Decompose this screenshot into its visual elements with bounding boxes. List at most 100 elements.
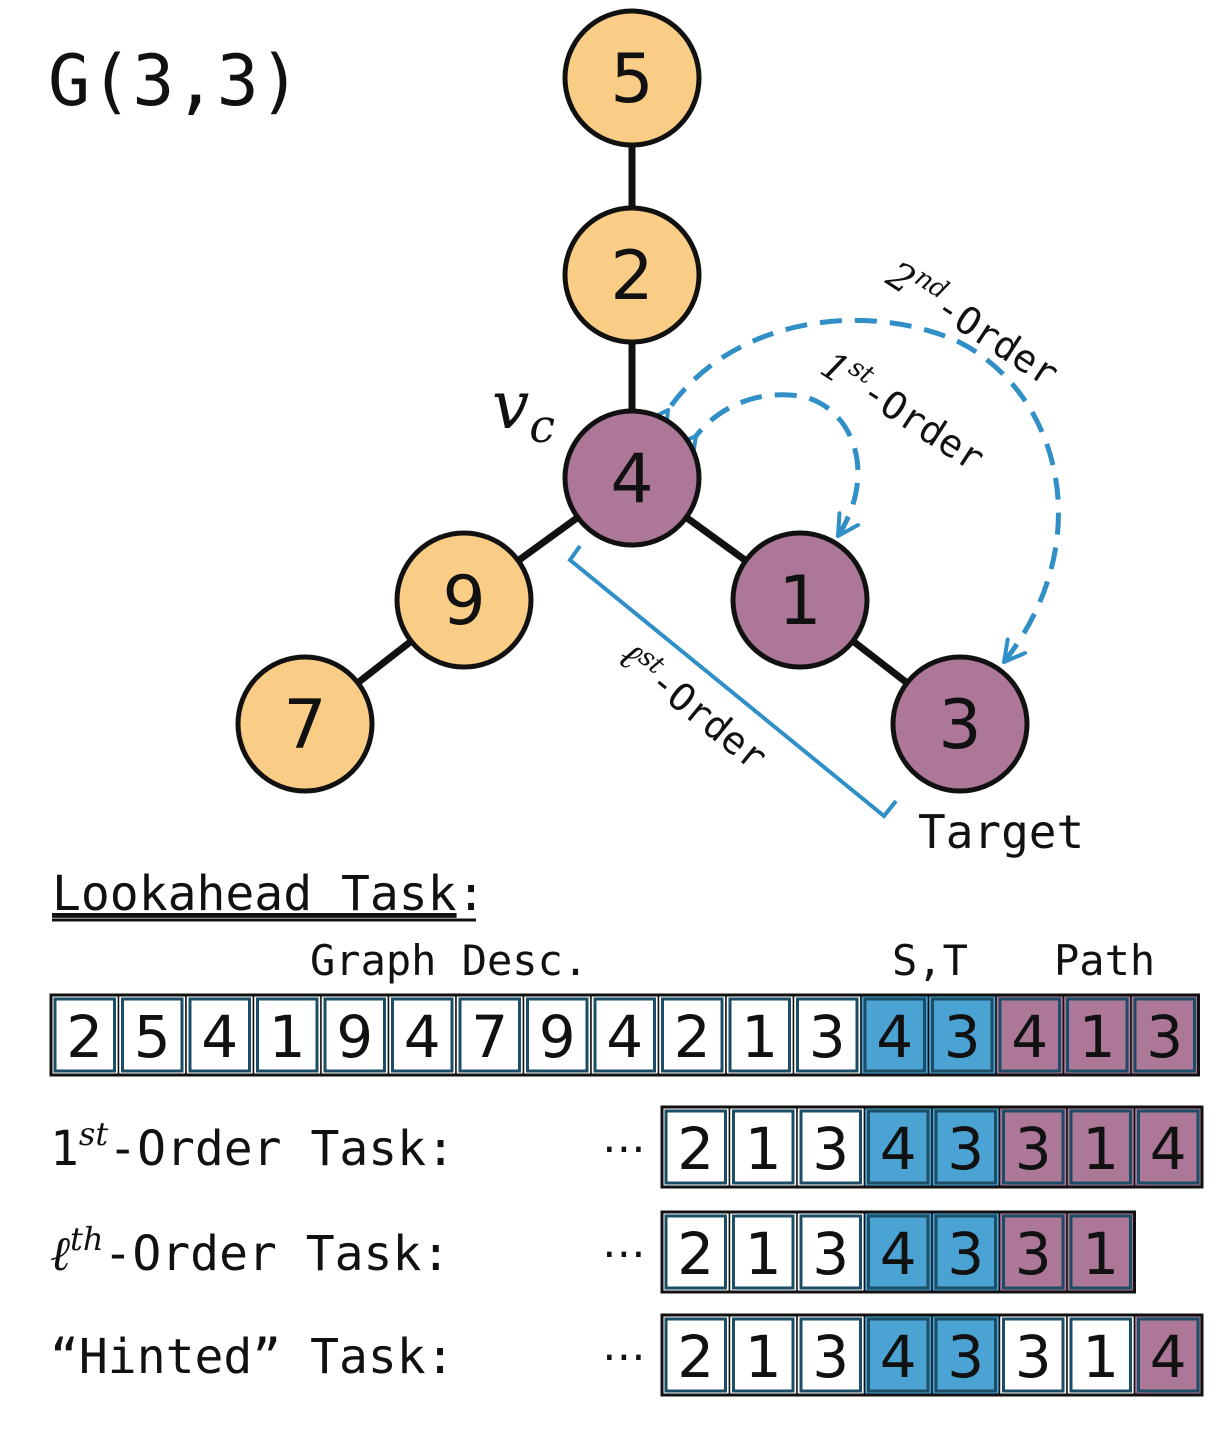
token-cell-inner xyxy=(593,997,656,1073)
token-value: 4 xyxy=(880,1115,917,1183)
token-cell: 1 xyxy=(1066,1106,1136,1188)
token-cell: 4 xyxy=(1133,1106,1203,1188)
token-value: 3 xyxy=(947,1323,984,1391)
token-cell-box xyxy=(320,994,390,1076)
row-outline xyxy=(660,1313,1204,1397)
token-value: 1 xyxy=(745,1323,782,1391)
token-cell: 3 xyxy=(927,994,997,1076)
token-cell-inner xyxy=(256,997,319,1073)
token-cell: 3 xyxy=(931,1314,1001,1396)
token-cell-inner xyxy=(1066,997,1129,1073)
token-cell: 1 xyxy=(1066,1314,1136,1396)
node-label: 5 xyxy=(610,40,653,119)
token-value: 4 xyxy=(880,1323,917,1391)
token-cell-box xyxy=(931,1211,1001,1293)
task-label-sup: st xyxy=(79,1115,108,1153)
task-label-suffix: -Order Task: xyxy=(103,1226,450,1282)
token-cell: 1 xyxy=(252,994,322,1076)
token-value: 1 xyxy=(1079,1003,1116,1071)
token-value: 3 xyxy=(1146,1003,1183,1071)
graph-desc-label: Graph Desc. xyxy=(310,936,588,985)
token-value: 1 xyxy=(745,1115,782,1183)
token-cell: 1 xyxy=(1062,994,1132,1076)
token-cell-inner xyxy=(732,1317,795,1393)
token-cell: 4 xyxy=(185,994,255,1076)
token-cell-inner xyxy=(867,1317,930,1393)
token-value: 4 xyxy=(1150,1115,1187,1183)
token-value: 4 xyxy=(606,1003,643,1071)
token-value: 3 xyxy=(809,1003,846,1071)
task-label-suffix: “Hinted” Task: xyxy=(50,1329,455,1385)
node-label: 2 xyxy=(610,237,653,316)
token-value: 3 xyxy=(1015,1323,1052,1391)
token-value: 3 xyxy=(1015,1115,1052,1183)
task-label: ℓth-Order Task: xyxy=(50,1220,450,1282)
token-value: 4 xyxy=(880,1220,917,1288)
token-cell-box xyxy=(657,994,727,1076)
token-cell-inner xyxy=(458,997,521,1073)
row-outline xyxy=(660,1210,1136,1294)
token-cell: 1 xyxy=(728,1211,798,1293)
node-circle xyxy=(890,654,1030,794)
token-cell-box xyxy=(931,1314,1001,1396)
token-cell-inner xyxy=(931,997,994,1073)
token-cell: 3 xyxy=(998,1106,1068,1188)
token-value: 1 xyxy=(1082,1220,1119,1288)
token-cell: 2 xyxy=(657,994,727,1076)
order-bracket xyxy=(567,544,898,819)
token-cell: 2 xyxy=(661,1211,731,1293)
token-value: 2 xyxy=(66,1003,103,1071)
token-cell: 3 xyxy=(796,1106,866,1188)
row-outline xyxy=(49,993,1200,1077)
token-cell-box xyxy=(1066,1211,1136,1293)
node-circle xyxy=(235,654,375,794)
token-cell: 4 xyxy=(863,1314,933,1396)
token-cell-box xyxy=(1130,994,1200,1076)
token-cell-inner xyxy=(188,997,251,1073)
token-cell: 4 xyxy=(863,1106,933,1188)
token-cell: 3 xyxy=(796,1211,866,1293)
node-circle xyxy=(730,530,870,670)
token-cell-inner xyxy=(526,997,589,1073)
token-cell-inner xyxy=(1002,1214,1065,1290)
token-cell-box xyxy=(661,1211,731,1293)
token-cell-box xyxy=(931,1106,1001,1188)
task-label: 1st-Order Task: xyxy=(50,1115,455,1177)
token-cell-box xyxy=(1133,1106,1203,1188)
row-outline xyxy=(660,1105,1204,1189)
token-cell-inner xyxy=(1069,1317,1132,1393)
token-cell-inner xyxy=(799,1109,862,1185)
token-cell-inner xyxy=(121,997,184,1073)
node-circle xyxy=(394,530,534,670)
token-cell-inner xyxy=(934,1109,997,1185)
token-value: 2 xyxy=(677,1220,714,1288)
token-cell: 2 xyxy=(661,1314,731,1396)
path-label: Path xyxy=(1054,936,1155,985)
token-cell-inner xyxy=(732,1214,795,1290)
node-circle xyxy=(562,205,702,345)
st-label: S,T xyxy=(892,936,968,985)
token-value: 4 xyxy=(201,1003,238,1071)
first-order-arrow xyxy=(673,392,861,538)
token-cell-inner xyxy=(728,997,791,1073)
token-value: 9 xyxy=(336,1003,373,1071)
first-order-label: 1st-Order xyxy=(813,339,995,480)
token-cell: 4 xyxy=(995,994,1065,1076)
node-circle xyxy=(562,408,702,548)
token-cell-inner xyxy=(732,1109,795,1185)
token-cell-box xyxy=(728,1106,798,1188)
token-value: 4 xyxy=(1011,1003,1048,1071)
node-5: 5 xyxy=(562,8,702,148)
token-value: 3 xyxy=(944,1003,981,1071)
token-cell-box xyxy=(998,1106,1068,1188)
node-7: 7 xyxy=(235,654,375,794)
token-cell-box xyxy=(927,994,997,1076)
node-label: 3 xyxy=(938,686,981,765)
